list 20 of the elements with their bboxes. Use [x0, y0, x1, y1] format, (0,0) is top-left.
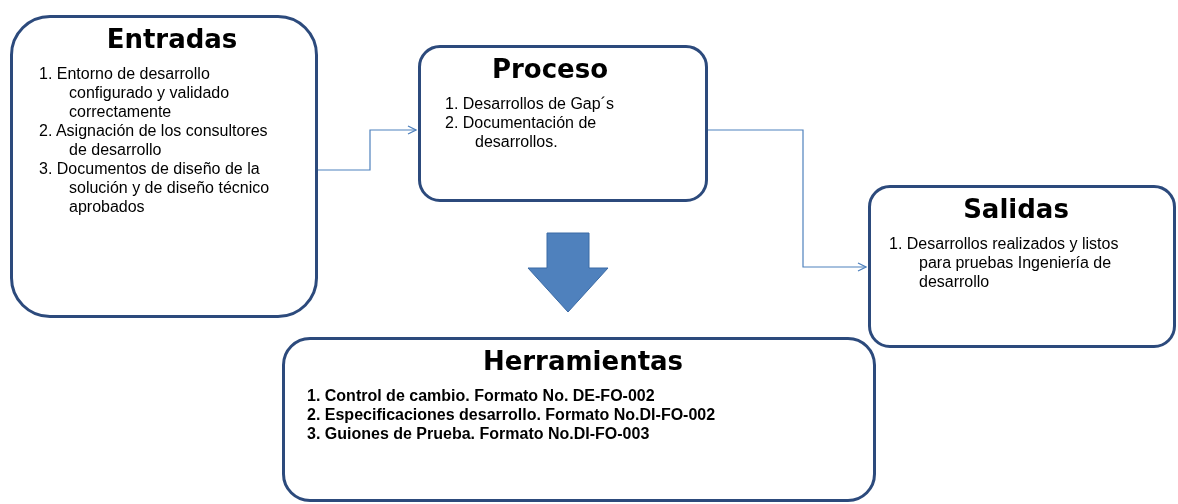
- list-item: 1. Entorno de desarrollo configurado y validado correctamente: [39, 64, 231, 121]
- list-item: 1. Desarrollos realizados y listos para pruebas Ingeniería de desarrollo: [889, 234, 1120, 291]
- connector-arrow: [707, 129, 867, 272]
- box-heading: Herramientas: [481, 346, 685, 376]
- box-heading: Entradas: [105, 24, 239, 54]
- list-item: 2. Especificaciones desarrollo. Formato No.DI-FO-002: [307, 405, 716, 424]
- box-heading: Salidas: [962, 194, 1070, 224]
- list-item: 1. Control de cambio. Formato No. DE-FO-002: [307, 386, 655, 405]
- box-heading: Proceso: [490, 54, 610, 84]
- rounded-box: [418, 45, 708, 202]
- rounded-box: [282, 337, 876, 502]
- rounded-box: [868, 185, 1176, 348]
- list-item: 1. Desarrollos de Gap´s: [445, 94, 614, 113]
- list-item: 3. Guiones de Prueba. Formato No.DI-FO-003: [307, 424, 650, 443]
- list-item: 2. Documentación de desarrollos.: [445, 113, 598, 151]
- list-item: 2. Asignación de los consultores de desarrollo: [39, 121, 269, 159]
- block-arrow: [527, 232, 609, 313]
- list-item: 3. Documentos de diseño de la solución y de diseño técnico aprobados: [39, 159, 271, 216]
- connector-arrow: [317, 125, 417, 171]
- rounded-box: [10, 15, 318, 318]
